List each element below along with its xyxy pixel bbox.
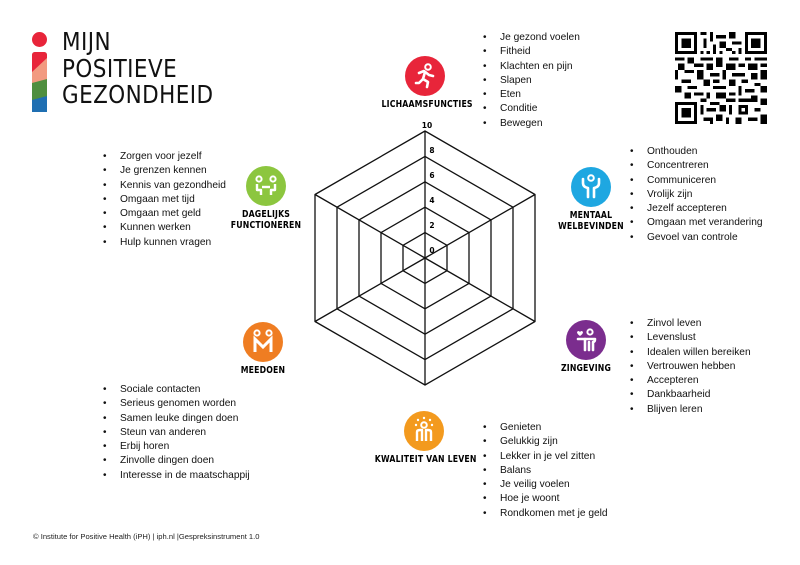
list-item: Zinvolle dingen doen [100,454,250,469]
category-label: KWALITEIT VAN LEVEN [374,454,477,465]
radar-axis [314,257,426,323]
list-item: Gevoel van controle [627,231,763,246]
category-meedoen: MEEDOEN [230,322,296,377]
list-item: Hoe je woont [480,492,608,507]
list-item: Je gezond voelen [480,31,580,46]
person-with-heart-icon [566,320,606,360]
category-label: LICHAAMSFUNCTIES [381,99,473,110]
category-label: MEEDOEN [240,365,286,376]
list-item: Fitheid [480,45,580,60]
radar-tick: 8 [429,146,434,155]
category-items-dagelijks-functioneren: Zorgen voor jezelf Je grenzen kennen Ken… [100,150,226,250]
category-items-lichaamsfuncties: Je gezond voelen Fitheid Klachten en pij… [480,31,580,131]
footer-copyright: © Institute for Positive Health (iPH) | … [33,532,260,541]
radar-tick: 6 [429,171,434,180]
list-item: Balans [480,464,608,479]
list-item: Rondkomen met je geld [480,507,608,522]
list-item: Idealen willen bereiken [627,346,751,361]
logo-line: MIJN [62,27,112,56]
list-item: Serieus genomen worden [100,397,250,412]
list-item: Kennis van gezondheid [100,179,226,194]
list-item: Dankbaarheid [627,388,751,403]
radar-tick: 2 [429,221,434,230]
category-kwaliteit-van-leven: KWALITEIT VAN LEVEN [364,411,484,466]
list-item: Steun van anderen [100,426,250,441]
category-label: DAGELIJKS FUNCTIONEREN [230,209,302,231]
logo-mark-icon [32,32,48,112]
running-person-icon [405,56,445,96]
person-radiant-icon [404,411,444,451]
list-item: Omgaan met geld [100,207,226,222]
list-item: Conditie [480,102,580,117]
list-item: Accepteren [627,374,751,389]
list-item: Communiceren [627,174,763,189]
list-item: Je veilig voelen [480,478,608,493]
list-item: Eten [480,88,580,103]
radar-tick: 0 [429,246,434,255]
list-item: Jezelf accepteren [627,202,763,217]
logo-line: GEZONDHEID [62,80,214,109]
qr-code [675,32,767,124]
list-item: Zinvol leven [627,317,751,332]
list-item: Slapen [480,74,580,89]
list-item: Levenslust [627,331,751,346]
list-item: Interesse in de maatschappij [100,469,250,484]
category-items-mentaal-welbevinden: Onthouden Concentreren Communiceren Vrol… [627,145,763,245]
radar-tick: 4 [429,196,434,205]
category-mentaal-welbevinden: MENTAAL WELBEVINDEN [548,167,634,232]
list-item: Bewegen [480,117,580,132]
list-item: Vertrouwen hebben [627,360,751,375]
category-zingeving: ZINGEVING [554,320,618,375]
two-people-holding-hands-icon [243,322,283,362]
list-item: Klachten en pijn [480,60,580,75]
list-item: Vrolijk zijn [627,188,763,203]
list-item: Blijven leren [627,403,751,418]
two-people-at-table-icon [246,166,286,206]
radar-axis [424,257,536,323]
list-item: Kunnen werken [100,221,226,236]
category-label: MENTAAL WELBEVINDEN [558,210,624,232]
list-item: Gelukkig zijn [480,435,608,450]
radar-tick: 10 [422,121,432,130]
category-items-kwaliteit-van-leven: Genieten Gelukkig zijn Lekker in je vel … [480,421,608,521]
person-arms-raised-icon [571,167,611,207]
list-item: Sociale contacten [100,383,250,398]
category-items-zingeving: Zinvol leven Levenslust Idealen willen b… [627,317,751,417]
list-item: Hulp kunnen vragen [100,236,226,251]
category-lichaamsfuncties: LICHAAMSFUNCTIES [372,56,478,111]
list-item: Erbij horen [100,440,250,455]
radar-axis [314,193,426,259]
list-item: Zorgen voor jezelf [100,150,226,165]
list-item: Omgaan met verandering [627,216,763,231]
list-item: Samen leuke dingen doen [100,412,250,427]
list-item: Genieten [480,421,608,436]
list-item: Je grenzen kennen [100,164,226,179]
list-item: Onthouden [627,145,763,160]
logo-text: MIJN POSITIEVE GEZONDHEID [62,27,214,109]
list-item: Concentreren [627,159,763,174]
radar-axis [424,193,536,259]
list-item: Lekker in je vel zitten [480,450,608,465]
category-items-meedoen: Sociale contacten Serieus genomen worden… [100,383,250,483]
category-label: ZINGEVING [560,363,612,374]
category-dagelijks-functioneren: DAGELIJKS FUNCTIONEREN [221,166,311,231]
logo-line: POSITIEVE [62,53,178,83]
list-item: Omgaan met tijd [100,193,226,208]
